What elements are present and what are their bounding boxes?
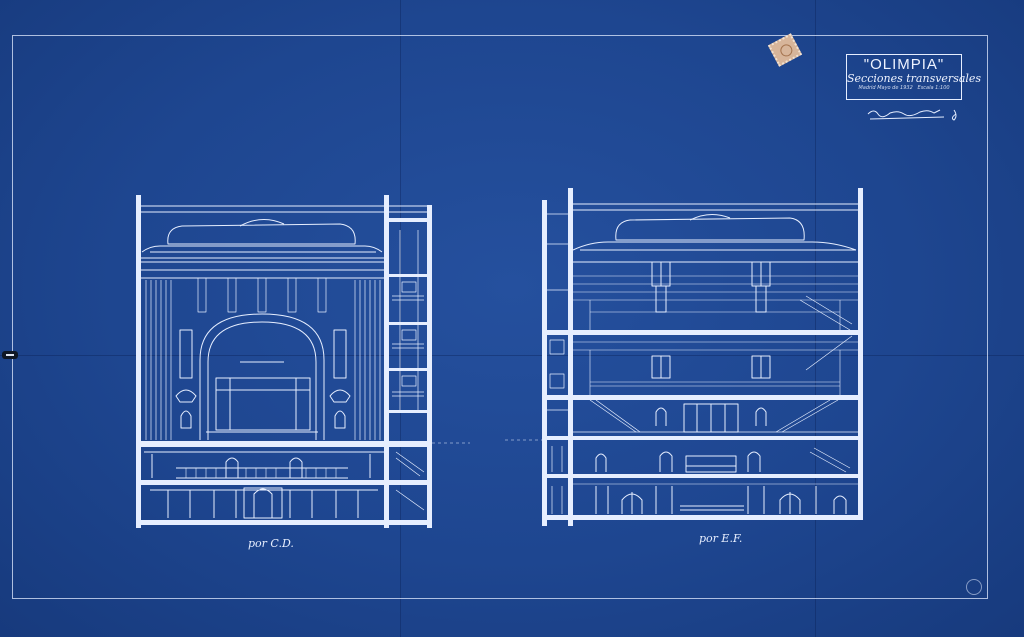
fold-line: [815, 0, 816, 637]
drawing-meta: Madrid Mayo de 1932 Escala 1:100: [847, 85, 961, 92]
binder-clip-icon: [2, 351, 18, 359]
signature-icon: [867, 109, 957, 121]
section-cd-drawing: [136, 195, 470, 528]
drawing-title: "OLIMPIA": [863, 56, 945, 73]
drawing-border: [12, 35, 988, 599]
section-ef-drawing: [505, 188, 863, 526]
section-caption-cd: por C.D.: [248, 537, 294, 550]
drawing-date: Madrid Mayo de 1932: [858, 85, 913, 91]
drawing-subtitle: Secciones transversales: [847, 72, 982, 85]
title-block: "OLIMPIA" Secciones transversales Madrid…: [846, 54, 982, 100]
section-caption-ef: por E.F.: [699, 532, 743, 545]
fold-line: [0, 355, 1024, 356]
drawing-scale: Escala 1:100: [917, 85, 950, 91]
archive-mark-icon: [966, 579, 982, 595]
fold-line: [400, 0, 401, 637]
